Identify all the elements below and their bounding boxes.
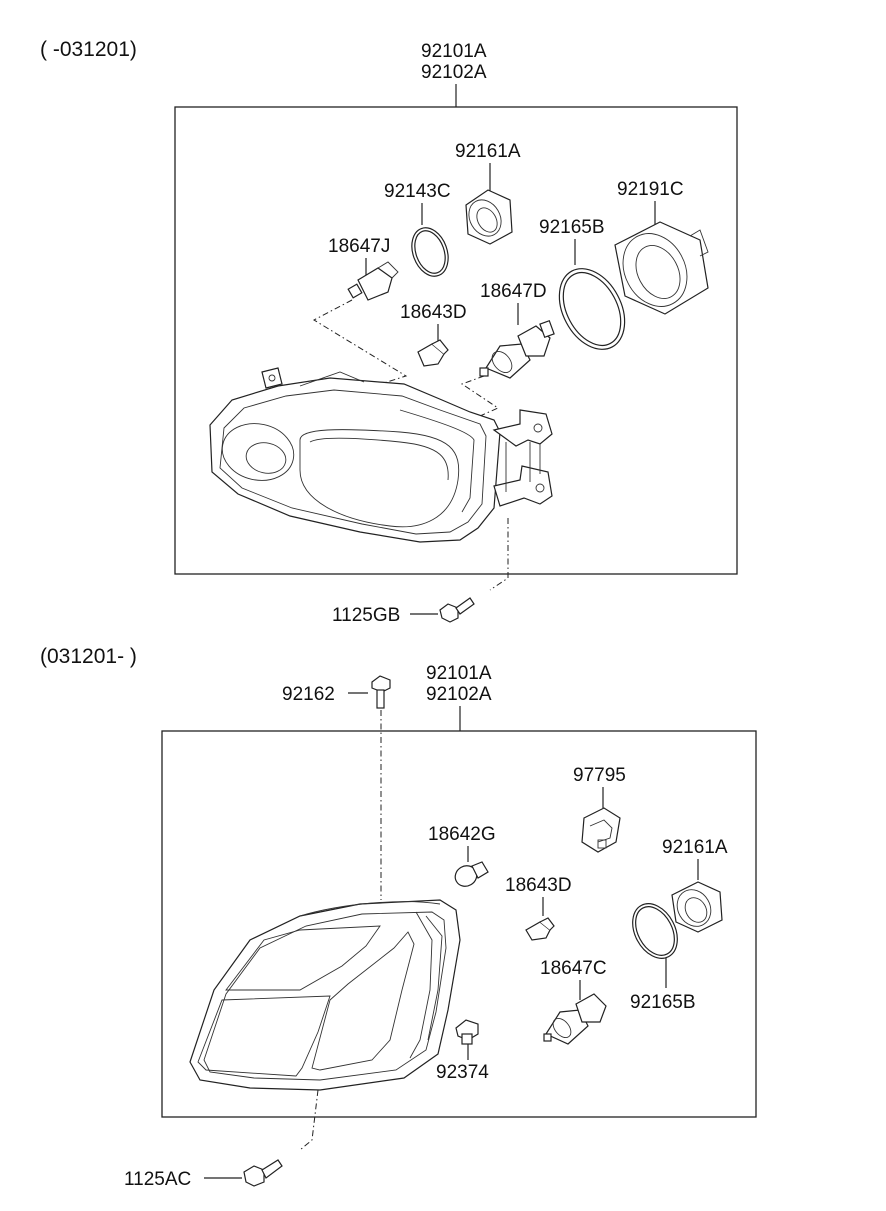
part-label-92191c: 92191C xyxy=(617,179,684,200)
seal-92165b-late-part xyxy=(632,903,678,959)
section-late: (031201- ) 92101A 92102A 92162 97795 186… xyxy=(40,645,757,1190)
bulb-18647c-part xyxy=(543,993,607,1045)
part-label-97795: 97795 xyxy=(573,765,626,786)
connector-97795-part xyxy=(581,807,621,853)
part-label-18647c: 18647C xyxy=(540,958,607,979)
section-early: ( -031201) 92101A 92102A 92161A 92143C 9… xyxy=(40,38,738,626)
cap-seal-ring-part xyxy=(558,268,626,350)
part-label-1125ac: 1125AC xyxy=(124,1169,191,1190)
screw-1125gb-part xyxy=(439,597,475,623)
part-label-18643d-late: 18643D xyxy=(505,875,572,896)
small-bulb-18643d-part xyxy=(417,339,449,367)
part-label-92161a-late: 92161A xyxy=(662,837,728,858)
part-label-92165b-early: 92165B xyxy=(539,217,605,238)
bolt-92162-part xyxy=(371,675,391,709)
period-label-early: ( -031201) xyxy=(40,38,137,61)
part-label-92374: 92374 xyxy=(436,1062,489,1083)
part-label-1125gb: 1125GB xyxy=(332,605,400,626)
assembly-frame-late xyxy=(161,730,757,1118)
part-label-92162: 92162 xyxy=(282,684,335,705)
assembly-number-1-late: 92101A xyxy=(426,663,492,684)
o-ring-part xyxy=(411,227,449,277)
part-label-18647d: 18647D xyxy=(480,281,547,302)
part-label-18643d-early: 18643D xyxy=(400,302,467,323)
assembly-frame-early xyxy=(174,106,738,575)
bulb-socket-seal-part xyxy=(465,189,513,245)
part-label-18642g: 18642G xyxy=(428,824,496,845)
dash-connector-screw-early xyxy=(489,518,509,591)
assembly-number-1-early: 92101A xyxy=(421,41,487,62)
dash-connector-bulb-d xyxy=(460,375,500,417)
bulb-18647d-part xyxy=(479,319,555,379)
screw-1125ac-part xyxy=(243,1159,283,1187)
part-label-92161a-early: 92161A xyxy=(455,141,521,162)
part-label-92143c: 92143C xyxy=(384,181,451,202)
dust-cover-part xyxy=(614,221,709,315)
headlamp-housing-late xyxy=(189,899,461,1091)
grommet-92374-part xyxy=(455,1019,479,1045)
dash-connector-bulb-j xyxy=(312,299,408,389)
small-bulb-18643d-late-part xyxy=(525,917,555,941)
socket-92161a-part xyxy=(671,881,723,933)
part-label-92165b-late: 92165B xyxy=(630,992,696,1013)
part-label-18647j: 18647J xyxy=(328,236,390,257)
assembly-number-2-early: 92102A xyxy=(421,62,487,83)
bulb-18647j-part xyxy=(347,261,399,301)
bulb-18642g-part xyxy=(454,861,489,887)
period-label-late: (031201- ) xyxy=(40,645,137,668)
headlamp-housing-early xyxy=(209,367,553,543)
assembly-number-2-late: 92102A xyxy=(426,684,492,705)
dash-connector-screw-late xyxy=(299,1089,319,1151)
